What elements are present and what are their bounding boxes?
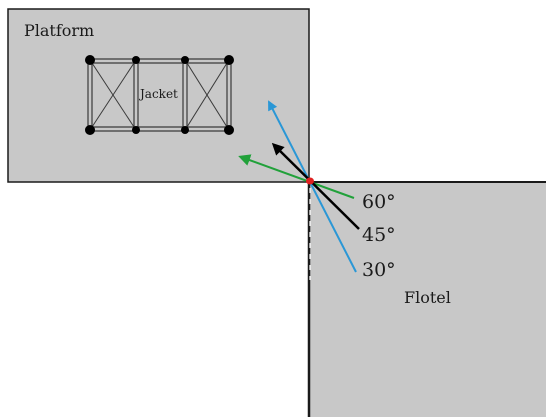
jacket-node — [224, 55, 234, 65]
jacket-node — [224, 125, 234, 135]
jacket-node — [85, 125, 95, 135]
jacket-label: Jacket — [138, 87, 178, 101]
jacket-node — [181, 56, 189, 64]
arrow-60-degree — [238, 154, 355, 199]
angle-label-45: 45° — [362, 224, 396, 246]
jacket-node — [132, 56, 140, 64]
jacket-node — [85, 55, 95, 65]
angle-label-60: 60° — [362, 191, 396, 213]
flotel-label: Flotel — [404, 288, 451, 307]
angle-label-30: 30° — [362, 259, 396, 281]
platform-label: Platform — [24, 21, 94, 40]
jacket-node — [181, 126, 189, 134]
contact-point — [306, 177, 314, 185]
arrow-45-degree — [271, 142, 360, 230]
jacket-node — [132, 126, 140, 134]
flotel-body — [309, 182, 546, 417]
jacket-nodes — [85, 55, 234, 135]
platform-body — [7, 8, 310, 183]
arrow-30-degree — [268, 100, 357, 273]
jacket-structure — [87, 58, 232, 132]
